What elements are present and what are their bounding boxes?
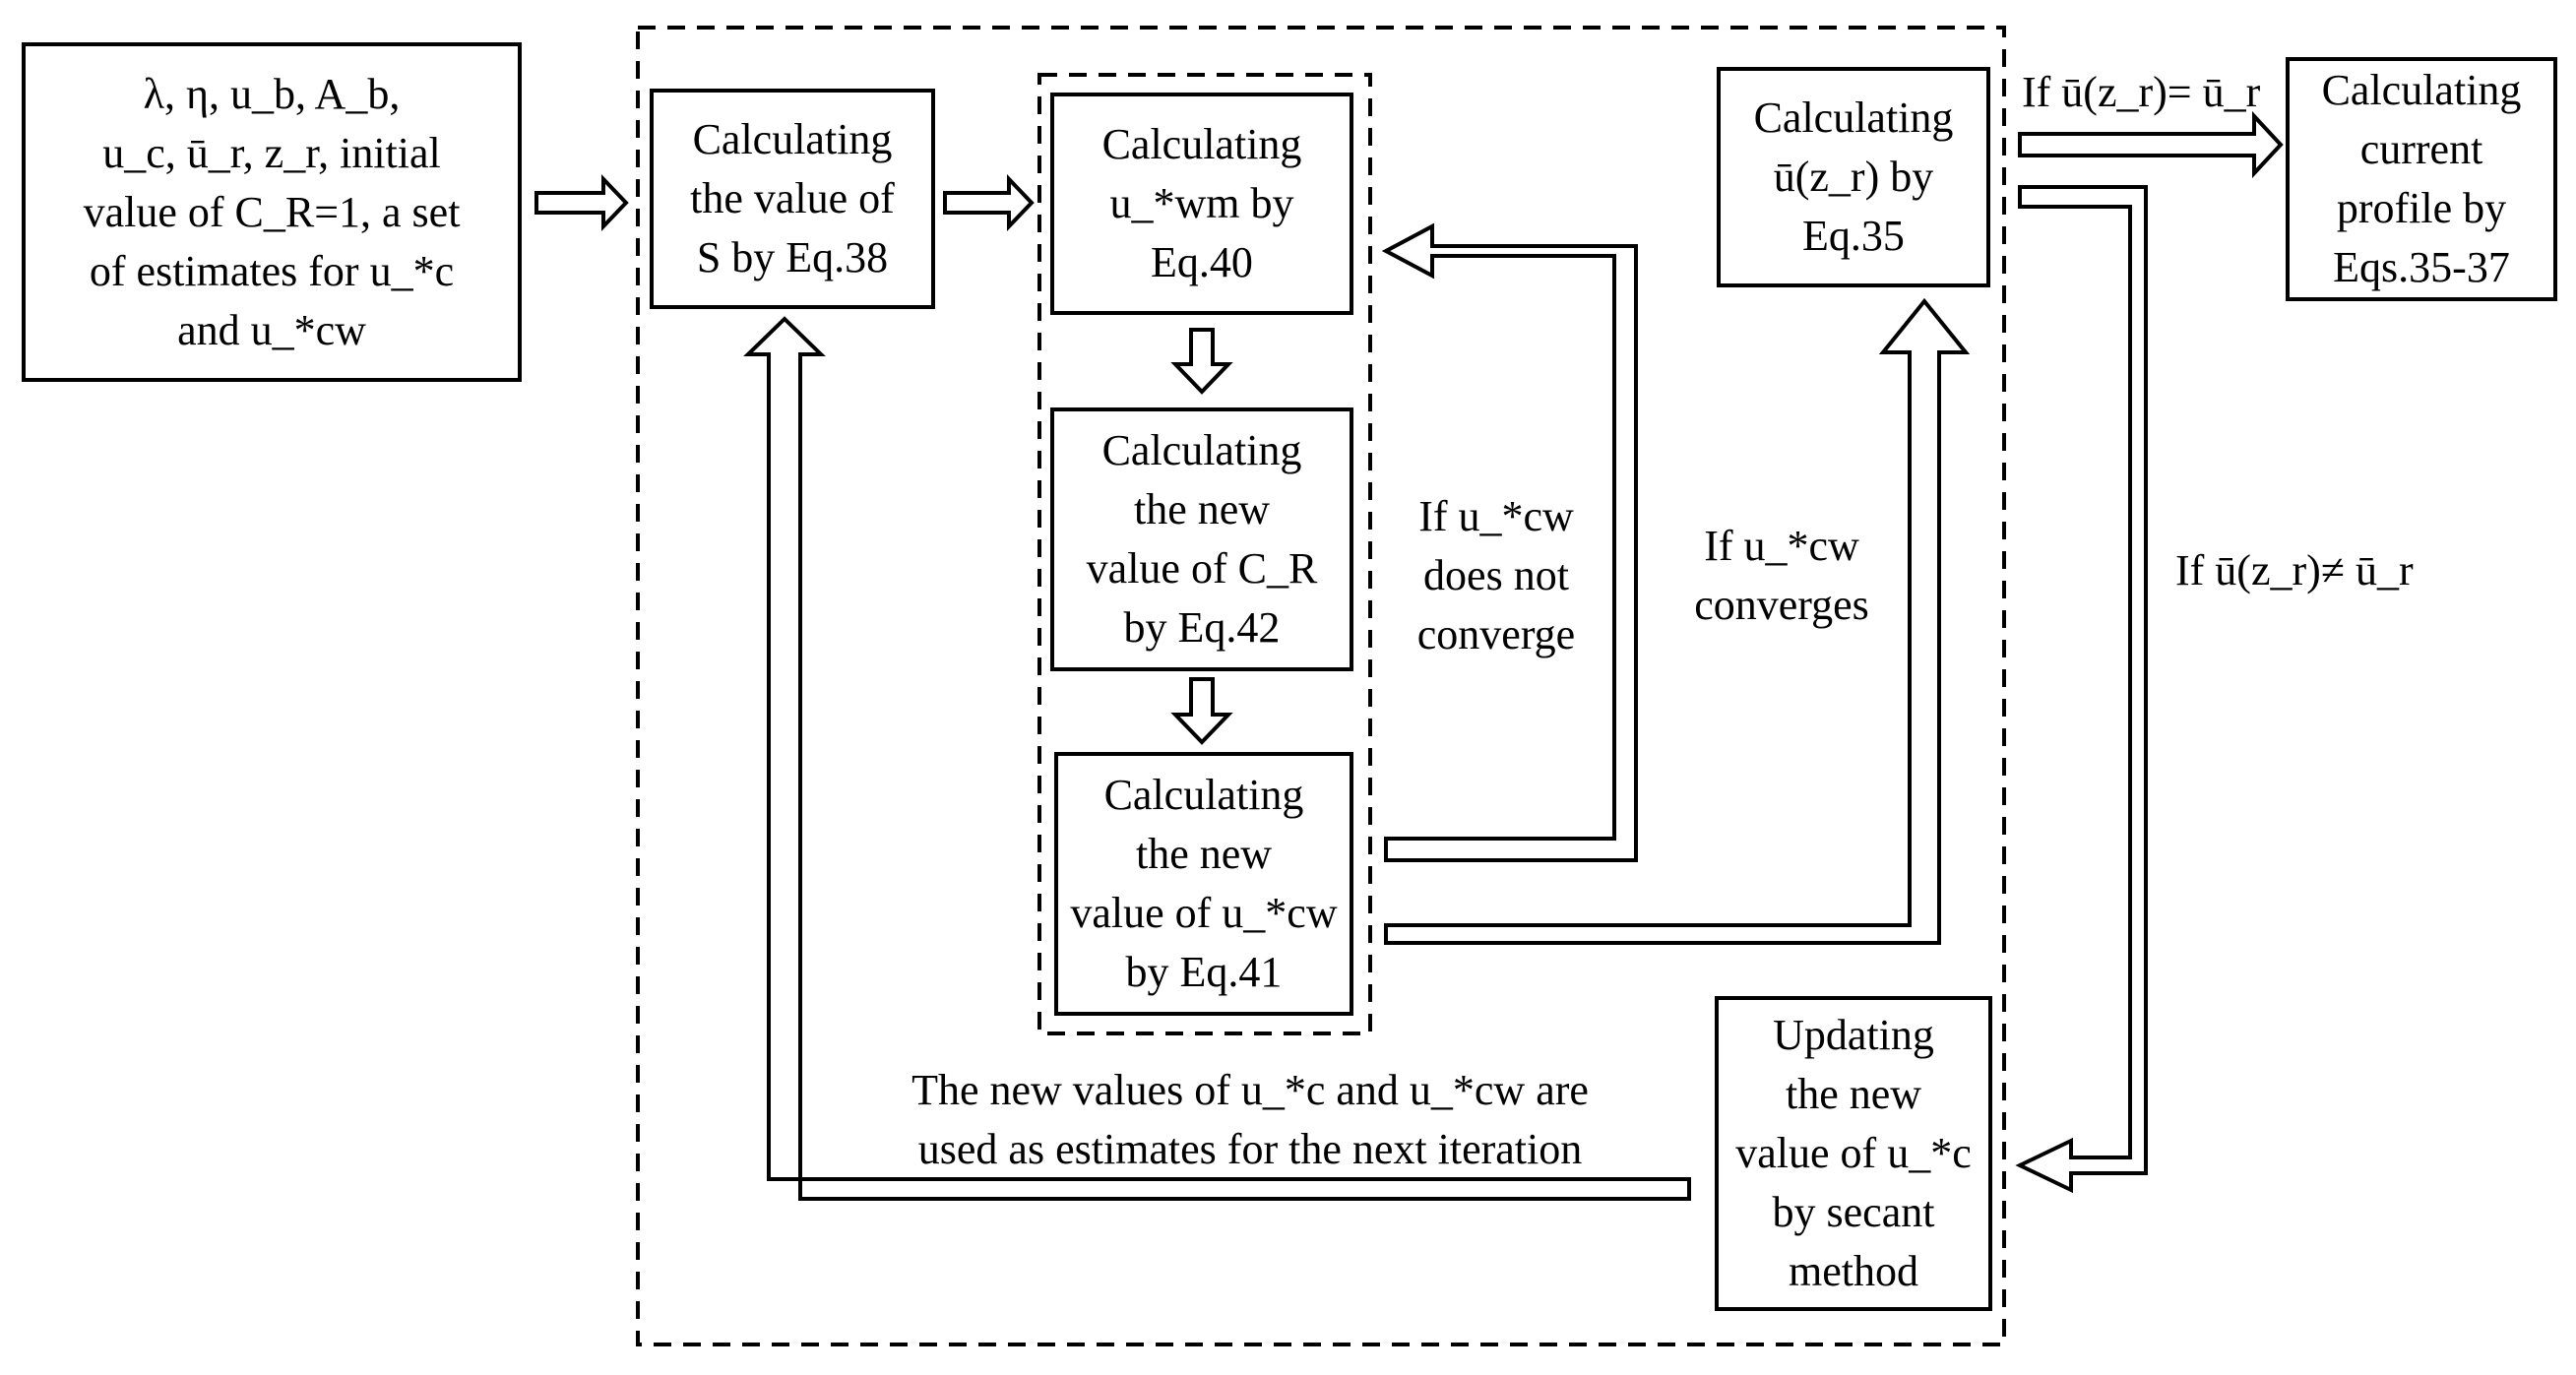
calc-cr-line-2: the new — [1133, 485, 1271, 533]
calc-uzr-line-1: Calculating — [1753, 94, 1954, 142]
calc-s-box: Calculating the value of S by Eq.38 — [650, 89, 935, 309]
calc-ucw-line-1: Calculating — [1103, 771, 1304, 819]
arrow-iteration — [743, 316, 1691, 1201]
converges-line-1: If u_*cw — [1704, 522, 1859, 570]
outer-dashed-container — [636, 26, 2006, 1346]
calc-uwm-line-2: u_*wm by — [1109, 179, 1294, 227]
label-not-converge: If u_*cw does not converge — [1398, 487, 1595, 664]
arrow-equal — [2018, 110, 2284, 179]
secant-line-2: the new — [1785, 1070, 1922, 1118]
calc-uwm-line-3: Eq.40 — [1151, 238, 1253, 286]
calc-s-line-1: Calculating — [692, 115, 893, 163]
arrow-not-equal — [2015, 185, 2148, 1194]
calc-ucw-line-4: by Eq.41 — [1125, 948, 1283, 996]
secant-update-box: Updating the new value of u_*c by secant… — [1715, 996, 1992, 1311]
calc-uzr-box: Calculating ū(z_r) by Eq.35 — [1717, 67, 1990, 287]
iteration-line-1: The new values of u_*c and u_*cw are — [911, 1066, 1589, 1114]
calc-profile-box: Calculating current profile by Eqs.35-37 — [2286, 57, 2557, 301]
calc-uwm-line-1: Calculating — [1101, 120, 1302, 168]
input-parameters-box: λ, η, u_b, A_b, u_c, ū_r, z_r, initial v… — [22, 42, 522, 382]
calc-s-line-3: S by Eq.38 — [696, 233, 889, 281]
arrow-input-to-s — [534, 174, 629, 231]
input-line-2: u_c, ū_r, z_r, initial — [102, 128, 441, 177]
secant-line-4: by secant — [1772, 1188, 1935, 1236]
calc-ucw-line-2: the new — [1135, 830, 1273, 878]
secant-line-1: Updating — [1773, 1011, 1934, 1059]
secant-line-5: method — [1789, 1247, 1918, 1295]
not-converge-line-2: does not — [1423, 551, 1569, 599]
label-converges: If u_*cw converges — [1664, 517, 1900, 635]
calc-profile-line-3: profile by — [2336, 184, 2507, 232]
calc-profile-line-1: Calculating — [2321, 66, 2522, 114]
secant-line-3: value of u_*c — [1735, 1129, 1972, 1177]
inner-dashed-container — [1037, 73, 1372, 1035]
converges-line-2: converges — [1694, 581, 1869, 629]
input-line-4: of estimates for u_*c — [89, 246, 455, 295]
calc-uwm-box: Calculating u_*wm by Eq.40 — [1050, 93, 1353, 315]
calc-cr-line-4: by Eq.42 — [1123, 603, 1281, 652]
calc-ucw-line-3: value of u_*cw — [1070, 889, 1338, 937]
not-converge-line-1: If u_*cw — [1418, 492, 1574, 540]
label-not-equal-condition: If ū(z_r)≠ ū_r — [2175, 546, 2414, 594]
not-converge-line-3: converge — [1416, 610, 1576, 658]
arrow-converges — [1384, 297, 1971, 945]
calc-profile-line-2: current — [2359, 125, 2483, 173]
label-equal-condition: If ū(z_r)= ū_r — [2022, 68, 2261, 116]
calc-ucw-box: Calculating the new value of u_*cw by Eq… — [1054, 752, 1353, 1016]
arrow-cr-to-ucw — [1170, 677, 1233, 745]
arrow-uwm-to-cr — [1170, 328, 1233, 395]
calc-uzr-line-3: Eq.35 — [1802, 212, 1905, 260]
arrow-s-to-uwm — [943, 174, 1035, 231]
calc-cr-line-3: value of C_R — [1086, 544, 1318, 593]
iteration-line-2: used as estimates for the next iteration — [917, 1125, 1583, 1173]
calc-cr-line-1: Calculating — [1101, 426, 1302, 474]
calc-profile-line-4: Eqs.35-37 — [2333, 243, 2510, 291]
input-line-3: value of C_R=1, a set — [83, 187, 461, 236]
label-next-iteration: The new values of u_*c and u_*cw are use… — [827, 1061, 1673, 1179]
arrow-not-converge — [1381, 222, 1638, 862]
input-line-1: λ, η, u_b, A_b, — [143, 69, 401, 118]
calc-s-line-2: the value of — [690, 174, 895, 222]
input-line-5: and u_*cw — [177, 305, 366, 354]
calc-uzr-line-2: ū(z_r) by — [1773, 153, 1934, 201]
calc-cr-box: Calculating the new value of C_R by Eq.4… — [1050, 407, 1353, 671]
